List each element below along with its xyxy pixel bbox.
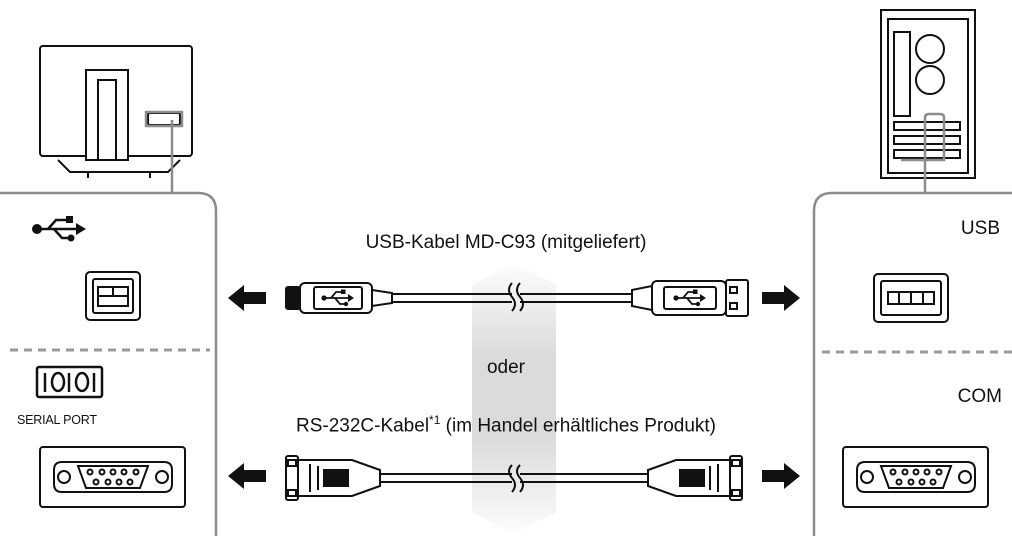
usb-cable-label: USB-Kabel MD-C93 (mitgeliefert) (365, 232, 647, 253)
monitor-usb-b-port (85, 271, 141, 321)
rs232c-cable (285, 455, 743, 501)
alternative-band (472, 263, 556, 534)
usb-symbol-icon (32, 216, 86, 242)
monitor-dsub9-port (39, 446, 186, 508)
serial-cable-name: RS-232C-Kabel (295, 415, 430, 437)
pc-illustration (880, 9, 976, 179)
pc-com-label: COM (957, 386, 1002, 407)
arrow-left-icon (228, 285, 266, 311)
usb-symbol-icon (321, 289, 354, 307)
pc-usb-label: USB (960, 218, 1000, 239)
monitor-port-panel (0, 191, 218, 536)
usb-symbol-icon (673, 289, 706, 307)
arrow-right-icon (762, 285, 800, 311)
monitor-port-highlight (144, 110, 184, 128)
arrow-left-icon (228, 463, 266, 489)
pc-port-highlight (901, 112, 946, 162)
serial-port-symbol-icon (35, 365, 104, 399)
pc-port-panel (812, 191, 1012, 536)
usb-cable (285, 279, 749, 317)
or-label: oder (486, 357, 526, 378)
pc-dsub9-port (842, 446, 989, 508)
pc-usb-a-port (873, 273, 949, 323)
monitor-serial-port-label: SERIAL PORT (17, 413, 97, 427)
serial-cable-label: RS-232C-Kabel*1 (im Handel erhältliches … (0, 413, 1012, 437)
serial-cable-footnote: *1 (429, 413, 441, 427)
serial-cable-suffix: (im Handel erhältliches Produkt) (440, 415, 717, 437)
monitor-illustration (39, 45, 193, 178)
arrow-right-icon (762, 463, 800, 489)
